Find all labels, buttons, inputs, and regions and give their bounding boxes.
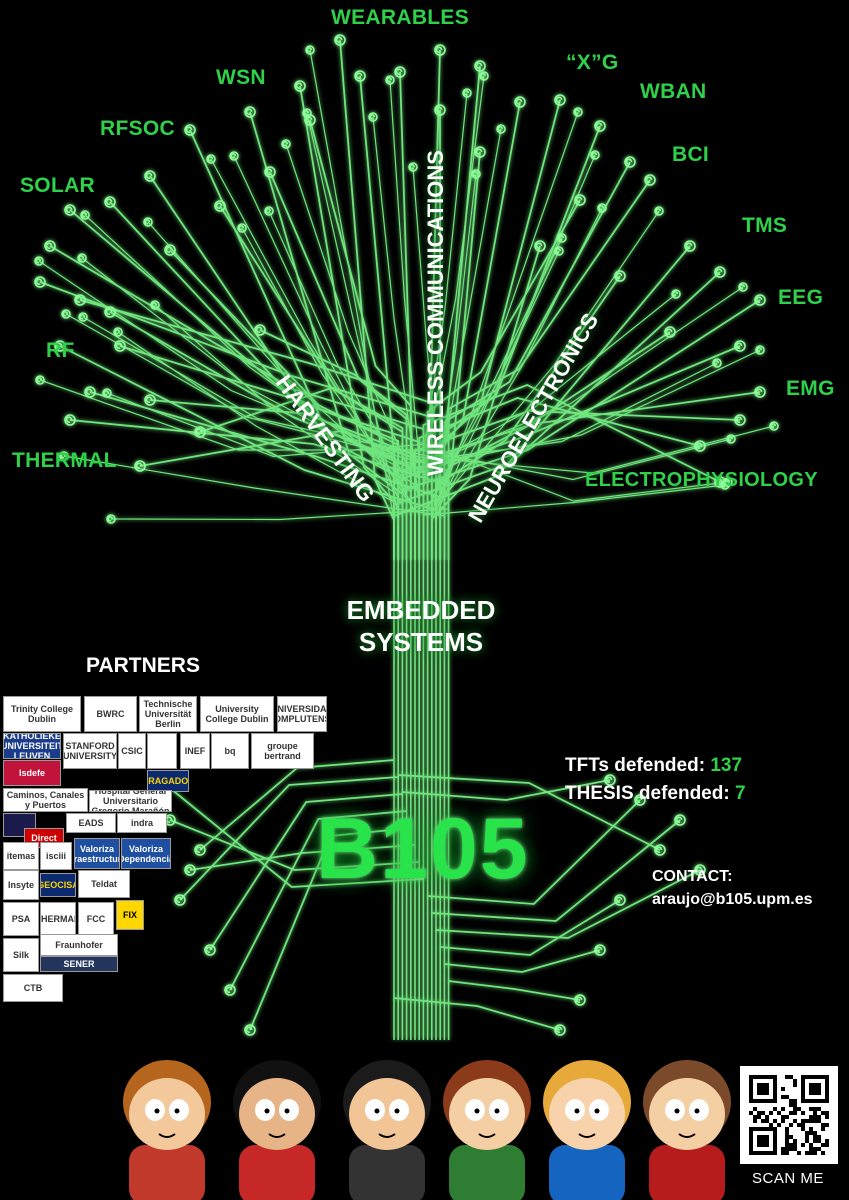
tfts-value: 137: [710, 755, 743, 776]
partner-logo-sener: SENER: [40, 956, 118, 972]
label-solar: SOLAR: [20, 174, 95, 197]
partner-logo-itemas: itemas: [3, 842, 39, 870]
label-rf: RF: [46, 339, 75, 362]
label-thermal: THERMAL: [12, 449, 117, 472]
label-wearables: WEARABLES: [331, 6, 470, 29]
label-emg: EMG: [786, 377, 835, 400]
partner-logo-valoriza-inf: Valoriza infraestructuras: [74, 838, 120, 869]
label-tms: TMS: [742, 214, 788, 237]
contact-label: CONTACT:: [652, 868, 733, 885]
qr-code[interactable]: [740, 1066, 838, 1164]
partner-logo-fix: FIX: [116, 900, 144, 930]
contact-email[interactable]: araujo@b105.upm.es: [652, 891, 813, 908]
label-rfsoc: RFSOC: [100, 117, 175, 140]
partner-logo-psa: PSA: [3, 902, 39, 936]
partner-logo-geocisa: GEOCISA: [40, 873, 76, 897]
partner-logo-crest: [147, 733, 177, 769]
partner-logo-valoriza-dep: Valoriza Dependencia: [121, 838, 171, 869]
scan-me-label: SCAN ME: [752, 1170, 824, 1187]
embedded-line-1: EMBEDDED: [346, 595, 496, 625]
partner-logo-isdefe: Isdefe: [3, 760, 61, 786]
partner-logo-bwrc: BWRC: [84, 696, 137, 732]
tfts-label: TFTs defended:: [565, 755, 706, 776]
partner-logo-ctb: CTB: [3, 974, 63, 1002]
embedded-systems-title: EMBEDDED SYSTEMS: [326, 594, 516, 658]
label-eeg: EEG: [778, 286, 824, 309]
partner-logo-dragados: DRAGADOS: [147, 770, 189, 792]
thesis-stat: THESIS defended: 7: [565, 783, 746, 805]
team-character-5: [543, 1060, 631, 1200]
partner-logo-inef: INEF: [180, 733, 210, 769]
team-character-1: [123, 1060, 211, 1200]
branch-wireless-communications: WIRELESS COMMUNICATIONS: [422, 150, 448, 476]
qr-code-pattern: [749, 1075, 829, 1155]
partner-logo-isciii: isciii: [40, 842, 72, 870]
partner-logo-bertrand: groupe bertrand: [251, 733, 314, 769]
lab-name-b105: B105: [316, 801, 530, 897]
partner-logo-leuven: KATHOLIEKE UNIVERSITEIT LEUVEN: [3, 733, 61, 759]
tfts-stat: TFTs defended: 137: [565, 755, 742, 777]
label-electrophysiology: ELECTROPHYSIOLOGY: [585, 469, 818, 491]
partner-logo-tu-berlin: Technische Universität Berlin: [139, 696, 197, 732]
embedded-line-2: SYSTEMS: [358, 627, 484, 657]
label-wban: WBAN: [640, 80, 707, 103]
partner-logo-fcc: FCC: [78, 902, 114, 936]
partner-logo-therman: THERMAN: [40, 902, 76, 936]
partner-logo-caminos: Caminos, Canales y Puertos: [3, 788, 88, 812]
team-characters: [123, 1060, 731, 1200]
team-character-6: [643, 1060, 731, 1200]
partners-title: PARTNERS: [86, 654, 200, 677]
partner-logo-silk: Silk: [3, 938, 39, 972]
partner-logo-trinity: Trinity College Dublin: [3, 696, 81, 732]
partner-logo-stanford: STANFORD UNIVERSITY: [63, 733, 117, 769]
label-xg: “X”G: [566, 51, 619, 74]
partner-logo-csic: CSIC: [118, 733, 146, 769]
partner-logo-complutense: UNIVERSIDAD COMPLUTENSE: [277, 696, 327, 732]
team-character-4: [443, 1060, 531, 1200]
team-character-2: [233, 1060, 321, 1200]
partner-logo-teldat: Teldat: [78, 870, 130, 898]
partner-logo-indra: indra: [117, 813, 167, 833]
thesis-value: 7: [734, 783, 746, 804]
partner-logo-insyte: Insyte: [3, 870, 39, 900]
label-bci: BCI: [672, 143, 710, 166]
partner-logo-eads: EADS: [66, 813, 116, 833]
team-character-3: [343, 1060, 431, 1200]
partner-logo-ucd: University College Dublin: [200, 696, 274, 732]
partner-logo-bq: bq: [211, 733, 249, 769]
thesis-label: THESIS defended:: [565, 783, 730, 804]
partner-logo-fraunhofer: Fraunhofer: [40, 934, 118, 956]
label-wsn: WSN: [216, 66, 266, 89]
partner-logo-maranon: Hospital General Universitario Gregorio …: [89, 790, 172, 812]
